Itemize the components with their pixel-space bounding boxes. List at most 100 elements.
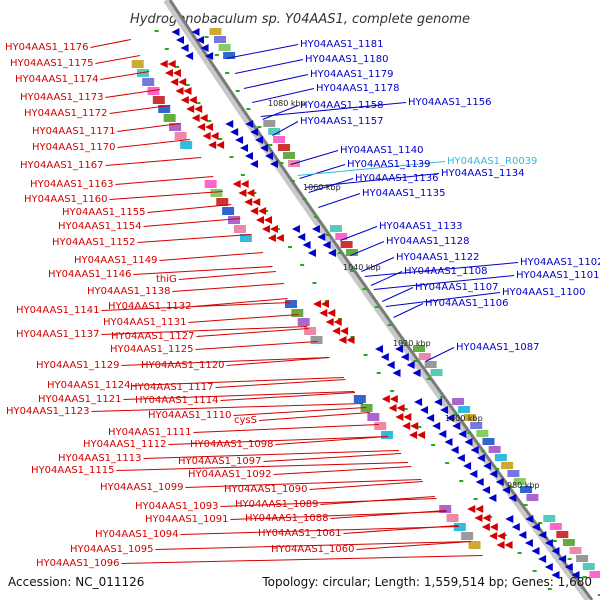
feature-block <box>282 152 295 159</box>
gene-label-left[interactable]: HY04AAS1_1138 <box>87 286 170 297</box>
gene-label-right[interactable]: HY04AAS1_1108 <box>404 266 487 277</box>
gene-arrow-left <box>246 189 255 197</box>
gene-label-left[interactable]: HY04AAS1_1092 <box>188 469 271 480</box>
gene-label-right[interactable]: HY04AAS1_1135 <box>362 188 445 199</box>
gene-arrow-right <box>245 120 254 128</box>
gene-label-right[interactable]: HY04AAS1_1136 <box>355 173 438 184</box>
scale-tick <box>290 180 295 182</box>
gene-arrow-right <box>558 555 567 563</box>
gene-label-left[interactable]: HY04AAS1_1121 <box>38 394 121 405</box>
gene-arrow-right <box>502 486 511 494</box>
leader-line <box>361 257 395 272</box>
gene-arrow-right <box>395 345 404 353</box>
leader-line <box>91 403 364 412</box>
gene-label-left[interactable]: HY04AAS1_1090 <box>224 484 307 495</box>
gene-label-left[interactable]: HY04AAS1_1175 <box>10 58 93 69</box>
feature-block <box>452 398 465 405</box>
feature-block <box>549 523 562 530</box>
feature-block <box>507 470 520 477</box>
gene-arrow-right <box>302 241 311 249</box>
gene-label-left[interactable]: HY04AAS1_1154 <box>58 221 141 232</box>
gene-label-right[interactable]: HY04AAS1_1180 <box>305 54 388 65</box>
gene-label-left[interactable]: HY04AAS1_1111 <box>108 427 191 438</box>
gene-label-left[interactable]: thiG <box>156 274 177 285</box>
gene-label-left[interactable]: HY04AAS1_1125 <box>110 344 193 355</box>
gene-label-left[interactable]: HY04AAS1_1132 <box>108 301 191 312</box>
gene-label-left[interactable]: HY04AAS1_1163 <box>30 179 113 190</box>
gene-label-left[interactable]: HY04AAS1_1096 <box>36 558 119 569</box>
gene-label-left[interactable]: HY04AAS1_1176 <box>5 42 88 53</box>
gene-label-right[interactable]: HY04AAS1_1107 <box>415 282 498 293</box>
gene-label-left[interactable]: HY04AAS1_1094 <box>95 529 178 540</box>
leader-line <box>290 150 339 165</box>
gene-label-right[interactable]: HY04AAS1_1179 <box>310 69 393 80</box>
gene-label-left[interactable]: HY04AAS1_1167 <box>20 160 103 171</box>
gene-label-left[interactable]: HY04AAS1_1124 <box>47 380 130 391</box>
gene-label-left[interactable]: HY04AAS1_1131 <box>103 317 186 328</box>
gene-label-rna[interactable]: HY04AAS1_R0039 <box>447 156 537 167</box>
gene-label-left[interactable]: HY04AAS1_1098 <box>190 439 273 450</box>
gene-label-right[interactable]: HY04AAS1_1139 <box>347 159 430 170</box>
scale-tick <box>300 264 305 266</box>
gene-label-right[interactable]: HY04AAS1_1122 <box>396 252 479 263</box>
scale-tick <box>164 48 169 50</box>
gene-label-left[interactable]: HY04AAS1_1061 <box>258 528 341 539</box>
gene-label-right[interactable]: HY04AAS1_1140 <box>340 145 423 156</box>
gene-label-left[interactable]: HY04AAS1_1127 <box>111 331 194 342</box>
left-leader-lines <box>90 39 483 564</box>
gene-label-left[interactable]: HY04AAS1_1113 <box>58 453 141 464</box>
gene-label-left[interactable]: HY04AAS1_1112 <box>83 439 166 450</box>
gene-label-right[interactable]: HY04AAS1_1102 <box>520 257 600 268</box>
gene-arrow-right <box>483 462 492 470</box>
gene-label-left[interactable]: HY04AAS1_1137 <box>16 329 99 340</box>
gene-arrow-right <box>469 470 478 478</box>
gene-label-left[interactable]: HY04AAS1_1114 <box>135 395 218 406</box>
gene-label-left[interactable]: HY04AAS1_1060 <box>271 544 354 555</box>
gene-label-left[interactable]: cysS <box>234 415 257 426</box>
gene-arrow-right <box>250 160 259 168</box>
gene-label-left[interactable]: HY04AAS1_1170 <box>32 142 115 153</box>
scale-label: 1000 kbp <box>445 414 483 423</box>
gene-label-left[interactable]: HY04AAS1_1115 <box>31 465 114 476</box>
gene-label-left[interactable]: HY04AAS1_1171 <box>32 126 115 137</box>
gene-label-left[interactable]: HY04AAS1_1120 <box>141 360 224 371</box>
gene-label-left[interactable]: HY04AAS1_1141 <box>16 305 99 316</box>
gene-label-left[interactable]: HY04AAS1_1174 <box>15 74 98 85</box>
gene-label-right[interactable]: HY04AAS1_1133 <box>379 221 462 232</box>
scale-tick <box>287 246 292 248</box>
gene-label-left[interactable]: HY04AAS1_1152 <box>52 237 135 248</box>
gene-label-left[interactable]: HY04AAS1_1088 <box>245 513 328 524</box>
gene-label-left[interactable]: HY04AAS1_1099 <box>100 482 183 493</box>
leader-line <box>121 555 483 564</box>
gene-arrow-left <box>338 336 347 344</box>
feature-block <box>228 216 241 224</box>
gene-label-left[interactable]: HY04AAS1_1110 <box>148 410 231 421</box>
gene-label-right[interactable]: HY04AAS1_1106 <box>425 298 508 309</box>
gene-label-left[interactable]: HY04AAS1_1160 <box>24 194 107 205</box>
gene-label-left[interactable]: HY04AAS1_1172 <box>24 108 107 119</box>
leader-line <box>193 424 380 433</box>
gene-label-right[interactable]: HY04AAS1_1157 <box>300 116 383 127</box>
gene-label-right[interactable]: HY04AAS1_1101 <box>516 270 599 281</box>
gene-label-right[interactable]: HY04AAS1_1156 <box>408 97 491 108</box>
gene-label-left[interactable]: HY04AAS1_1173 <box>20 92 103 103</box>
gene-label-left[interactable]: HY04AAS1_1129 <box>36 360 119 371</box>
gene-label-left[interactable]: HY04AAS1_1117 <box>130 382 213 393</box>
gene-label-left[interactable]: HY04AAS1_1097 <box>178 456 261 467</box>
gene-label-right[interactable]: HY04AAS1_1134 <box>441 168 524 179</box>
gene-label-right[interactable]: HY04AAS1_1181 <box>300 39 383 50</box>
gene-label-left[interactable]: HY04AAS1_1149 <box>74 255 157 266</box>
gene-label-right[interactable]: HY04AAS1_1178 <box>316 83 399 94</box>
gene-label-left[interactable]: HY04AAS1_1093 <box>135 501 218 512</box>
gene-label-right[interactable]: HY04AAS1_1158 <box>300 100 383 111</box>
gene-label-left[interactable]: HY04AAS1_1095 <box>70 544 153 555</box>
gene-label-left[interactable]: HY04AAS1_1091 <box>145 514 228 525</box>
gene-label-right[interactable]: HY04AAS1_1128 <box>386 236 469 247</box>
gene-label-right[interactable]: HY04AAS1_1087 <box>456 342 539 353</box>
gene-label-right[interactable]: HY04AAS1_1100 <box>502 287 585 298</box>
gene-arrow-left <box>256 216 265 224</box>
gene-label-left[interactable]: HY04AAS1_1155 <box>62 207 145 218</box>
gene-label-left[interactable]: HY04AAS1_1089 <box>235 499 318 510</box>
gene-label-left[interactable]: HY04AAS1_1123 <box>6 406 89 417</box>
gene-label-left[interactable]: HY04AAS1_1146 <box>48 269 131 280</box>
